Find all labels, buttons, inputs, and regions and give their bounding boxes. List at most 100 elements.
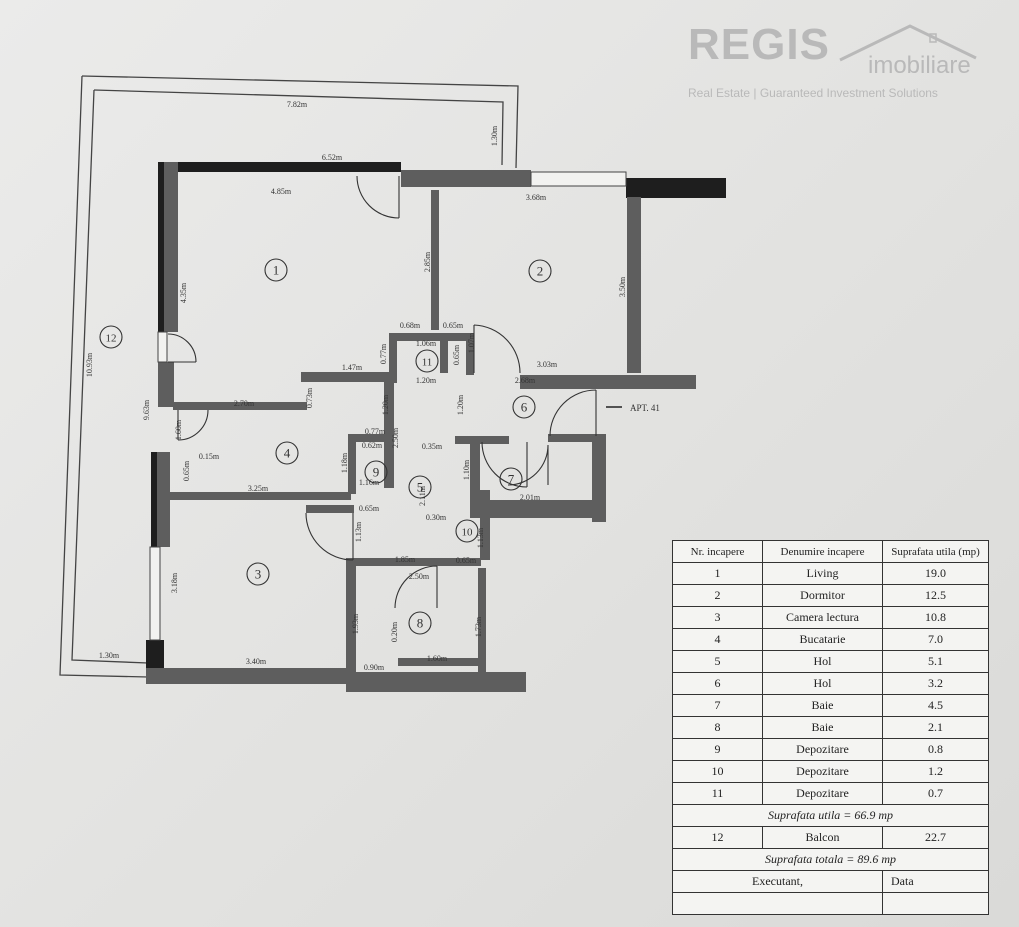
dimension-label: 1.20m	[456, 394, 465, 415]
dimension-label: 2.50m	[409, 572, 430, 581]
logo-subtitle: imobiliare	[868, 52, 971, 79]
room-area-cell: 7.0	[882, 628, 989, 651]
apartment-label: APT. 41	[630, 403, 660, 413]
dimension-label: 6.52m	[322, 153, 343, 162]
room-area-cell: 5.1	[882, 650, 989, 673]
dimension-label: 1.18m	[340, 452, 349, 473]
dimension-label: 0.90m	[364, 663, 385, 672]
dimension-label: 4.35m	[179, 282, 188, 303]
dimension-label: 1.06m	[416, 339, 437, 348]
dimension-label: 0.20m	[390, 621, 399, 642]
dimension-label: 0.65m	[456, 556, 477, 565]
dimension-label: 2.85m	[423, 251, 432, 272]
room-area-cell: 12.5	[882, 584, 989, 607]
room-number-cell: 9	[672, 738, 763, 761]
dimension-label: 2.01m	[520, 493, 541, 502]
room-area-cell: 1.2	[882, 760, 989, 783]
dimension-label: 0.73m	[305, 387, 314, 408]
executant-blank	[672, 892, 883, 915]
logo-tagline: Real Estate | Guaranteed Investment Solu…	[688, 86, 938, 100]
room-name-cell: Balcon	[762, 826, 883, 849]
house-roof-icon	[839, 24, 977, 62]
dimension-label: 0.68m	[400, 321, 421, 330]
dimension-label: 1.47m	[342, 363, 363, 372]
room-area-cell: 10.8	[882, 606, 989, 629]
room-number-label: 5	[417, 480, 424, 495]
room-name-cell: Hol	[762, 650, 883, 673]
room-number-cell: 12	[672, 826, 763, 849]
date-blank	[882, 892, 989, 915]
dimension-label: 1.10m	[462, 459, 471, 480]
room-markers	[99, 258, 552, 635]
room-name-cell: Baie	[762, 716, 883, 739]
room-number-label: 4	[284, 446, 291, 461]
room-area-cell: 0.8	[882, 738, 989, 761]
dimension-label: 2.70m	[234, 399, 255, 408]
executant-label: Executant,	[672, 870, 883, 893]
dimension-label: 1.30m	[490, 125, 499, 146]
dimension-label: 0.65m	[443, 321, 464, 330]
dimension-label: 9.63m	[142, 399, 151, 420]
room-area-cell: 0.7	[882, 782, 989, 805]
room-area-table: Nr. incapere Denumire incapere Suprafata…	[672, 540, 989, 915]
room-number-cell: 6	[672, 672, 763, 695]
room-number-cell: 10	[672, 760, 763, 783]
dimension-label: 10.93m	[85, 352, 94, 377]
dimension-label: 3.50m	[618, 276, 627, 297]
room-name-cell: Depozitare	[762, 760, 883, 783]
column-header: Suprafata utila (mp)	[882, 540, 989, 563]
dimension-label: 0.65m	[359, 504, 380, 513]
dimension-label: 1.16m	[359, 478, 380, 487]
room-number-cell: 11	[672, 782, 763, 805]
dimension-label: 1.93m	[351, 613, 360, 634]
dimension-label: 0.77m	[379, 343, 388, 364]
signature-blank-row	[672, 892, 989, 915]
room-name-cell: Hol	[762, 672, 883, 695]
dimension-label: 1.07m	[467, 332, 476, 353]
dimension-label: 2.11m	[418, 485, 427, 506]
dimension-label: 1.20m	[381, 394, 390, 415]
room-number-cell: 5	[672, 650, 763, 673]
room-number-cell: 3	[672, 606, 763, 629]
room-name-cell: Baie	[762, 694, 883, 717]
door-swings	[167, 175, 597, 609]
date-label: Data	[882, 870, 989, 893]
room-number-label: 1	[273, 263, 280, 278]
room-area-cell: 19.0	[882, 562, 989, 585]
dimension-label: 1.60m	[427, 654, 448, 663]
room-number-cell: 2	[672, 584, 763, 607]
dimension-label: 0.65m	[452, 344, 461, 365]
dimension-label: 2.68m	[515, 376, 536, 385]
room-area-cell: 3.2	[882, 672, 989, 695]
room-number-label: 7	[508, 472, 515, 487]
room-number-cell: 4	[672, 628, 763, 651]
balcony-row: 12 Balcon 22.7	[672, 826, 989, 849]
dimension-label: 4.85m	[271, 187, 292, 196]
useful-area-row: Suprafata utila = 66.9 mp	[672, 804, 989, 827]
room-number-label: 8	[417, 616, 424, 631]
room-name-cell: Bucatarie	[762, 628, 883, 651]
column-header: Nr. incapere	[672, 540, 763, 563]
room-number-cell: 7	[672, 694, 763, 717]
room-name-cell: Camera lectura	[762, 606, 883, 629]
dimension-label: 1.30m	[99, 651, 120, 660]
room-number-label: 9	[373, 465, 380, 480]
dimension-label: 7.82m	[287, 100, 308, 109]
balcony-outline	[59, 75, 519, 678]
room-area-cell: 2.1	[882, 716, 989, 739]
walls	[146, 162, 726, 692]
dimension-label: 3.18m	[170, 572, 179, 593]
room-number-label: 2	[537, 264, 544, 279]
column-header: Denumire incapere	[762, 540, 883, 563]
room-number-label: 12	[106, 333, 117, 345]
apartment-entry: APT. 41	[606, 403, 660, 413]
dimension-label: 1.85m	[395, 555, 416, 564]
